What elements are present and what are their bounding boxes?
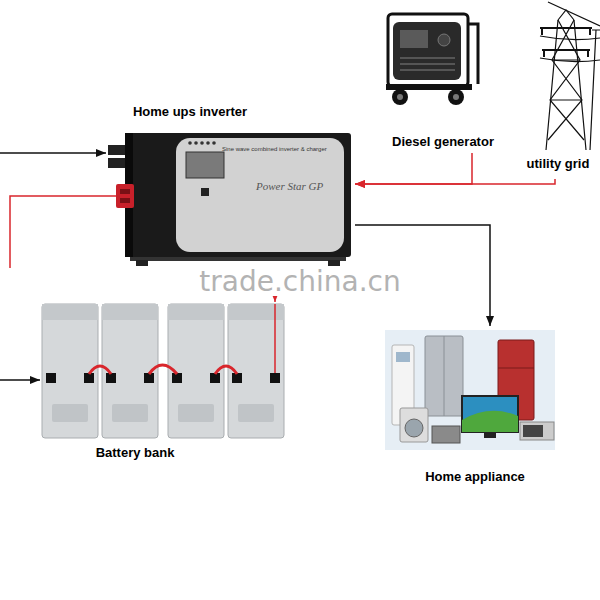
pylon-legs — [546, 10, 586, 150]
tv-stand — [484, 432, 496, 438]
generator-hub — [453, 94, 459, 100]
power-lines — [540, 2, 600, 62]
battery-terminal — [270, 373, 280, 383]
input-wire — [0, 152, 106, 154]
node-heading: Home ups inverter — [133, 105, 247, 120]
inverter-foot — [328, 260, 340, 266]
generator-frame — [388, 14, 468, 86]
inverter-terminal-slot — [120, 198, 130, 203]
generator-body — [393, 22, 461, 80]
device-print: Sine wave combined inverter & charger — [222, 146, 327, 153]
generator-wheel — [448, 89, 464, 105]
generator-panel — [400, 30, 428, 48]
device-print: Power Star GP — [256, 180, 323, 193]
node-heading: utility grid — [527, 157, 590, 172]
tv-picture — [462, 411, 518, 432]
generator-hub — [397, 94, 403, 100]
fridge-split — [498, 368, 534, 369]
battery-terminal — [106, 373, 116, 383]
inverter-led — [188, 141, 192, 145]
pylon-insulators — [542, 28, 590, 57]
battery-link — [89, 365, 237, 374]
battery-bank-icon — [0, 304, 284, 438]
battery-terminal — [172, 373, 182, 383]
inverter-foot — [136, 260, 148, 266]
microwave — [520, 422, 554, 440]
node-heading: Battery bank — [96, 446, 175, 461]
fridge-split — [444, 336, 445, 416]
inverter-led — [200, 141, 204, 145]
battery-wire — [10, 196, 118, 268]
battery-handle — [112, 404, 148, 422]
inverter-terminal-slot — [120, 189, 130, 194]
battery-lid — [102, 304, 158, 320]
battery-input-wire — [0, 379, 40, 381]
battery-handle — [178, 404, 214, 422]
battery-lead — [274, 304, 276, 373]
inverter-lcd — [186, 152, 224, 178]
battery-terminal — [144, 373, 154, 383]
diesel-generator-icon — [386, 14, 478, 105]
node-heading: Diesel generator — [392, 135, 494, 150]
battery-terminal — [46, 373, 56, 383]
stove — [432, 426, 460, 443]
silver-fridge — [425, 336, 463, 416]
battery-lid — [42, 304, 98, 320]
power-connector — [355, 179, 555, 184]
diagram-node: utility grid — [518, 5, 598, 179]
washing-machine — [400, 408, 428, 442]
pylon-second — [590, 30, 600, 150]
node-heading: Home appliance — [425, 470, 525, 485]
generator-handle — [468, 24, 478, 84]
inverter-icon — [0, 133, 351, 268]
inverter-led — [206, 141, 210, 145]
generator-grill — [400, 58, 455, 70]
inverter-knob — [108, 158, 126, 168]
inverter-led — [212, 141, 216, 145]
inverter-led — [194, 141, 198, 145]
inverter-base — [130, 257, 346, 261]
battery-terminal — [84, 373, 94, 383]
diagram-node: Diesel generator — [380, 5, 510, 153]
battery-terminal — [232, 373, 242, 383]
inverter-terminal — [116, 184, 134, 208]
television — [462, 396, 518, 432]
battery-lid — [168, 304, 224, 320]
battery-handle — [238, 404, 274, 422]
battery-terminal — [210, 373, 220, 383]
battery-handle — [52, 404, 88, 422]
appliances-icon — [385, 330, 555, 450]
inverter-button — [201, 188, 209, 196]
inverter-panel — [176, 138, 344, 252]
diagram-node: Battery bank — [36, 302, 292, 464]
air-conditioner-display — [396, 352, 410, 362]
appliance-backdrop — [385, 330, 555, 450]
power-connector — [355, 153, 472, 184]
pylon-icon — [540, 2, 600, 150]
watermark: trade.china.cn — [199, 268, 400, 296]
washer-door — [405, 419, 423, 437]
generator-cap — [438, 34, 450, 46]
diagram-node: Home ups inverterSine wave combined inve… — [100, 103, 355, 268]
generator-wheel — [392, 89, 408, 105]
inverter-body — [125, 133, 351, 257]
diagram-node: Home appliance — [378, 326, 562, 488]
inverter-knob — [108, 145, 126, 155]
microwave-window — [523, 425, 543, 437]
